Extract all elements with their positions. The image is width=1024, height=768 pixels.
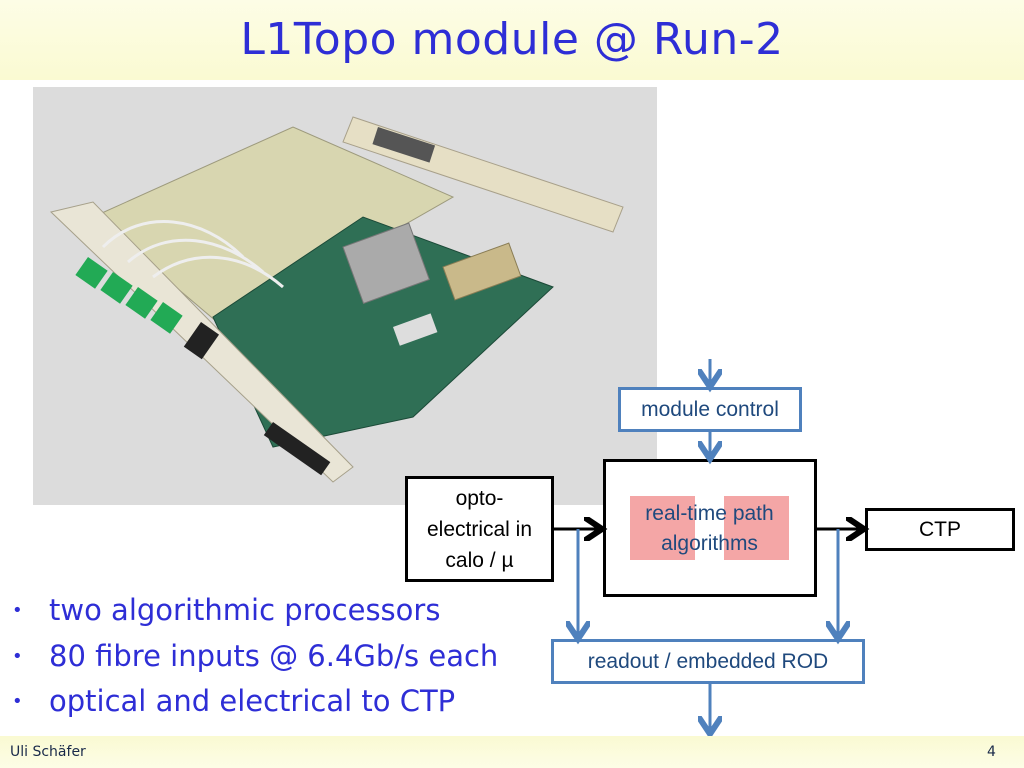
- module-photo: [33, 87, 657, 505]
- slide-title: L1Topo module @ Run-2: [240, 14, 784, 65]
- processor-block-1: [630, 496, 695, 560]
- readout-label: readout / embedded ROD: [587, 649, 829, 673]
- opto-input-line-2: electrical in: [426, 517, 533, 541]
- page-number: 4: [987, 744, 996, 760]
- algorithm-label-line-1: real-time path: [645, 502, 774, 525]
- ctp-box: CTP: [865, 508, 1015, 551]
- bullet-item: •optical and electrical to CTP: [8, 679, 498, 725]
- ctp-label: CTP: [919, 517, 961, 541]
- processor-block-2: [724, 496, 789, 560]
- algorithm-label-line-2: algorithms: [661, 532, 758, 555]
- opto-input-line-1: opto-: [455, 486, 504, 510]
- bullet-dot-icon: •: [12, 645, 23, 667]
- module-photo-illustration: [33, 87, 657, 505]
- footer-author: Uli Schäfer: [10, 744, 86, 760]
- footer-band: [0, 736, 1024, 768]
- opto-input-box: opto- electrical in calo / µ: [405, 476, 554, 582]
- bullet-dot-icon: •: [12, 691, 23, 712]
- algorithm-label: real-time path algorithms: [605, 499, 814, 559]
- module-control-label: module control: [641, 397, 779, 421]
- opto-input-line-3: calo / µ: [445, 548, 514, 572]
- bullet-list: •two algorithmic processors •80 fibre in…: [8, 588, 498, 725]
- readout-box: readout / embedded ROD: [551, 639, 865, 684]
- bullet-item: •80 fibre inputs @ 6.4Gb/s each: [8, 634, 498, 680]
- bullet-dot-icon: •: [12, 600, 23, 621]
- title-band: [0, 0, 1024, 80]
- module-control-box: module control: [618, 387, 802, 432]
- bullet-item: •two algorithmic processors: [8, 588, 498, 634]
